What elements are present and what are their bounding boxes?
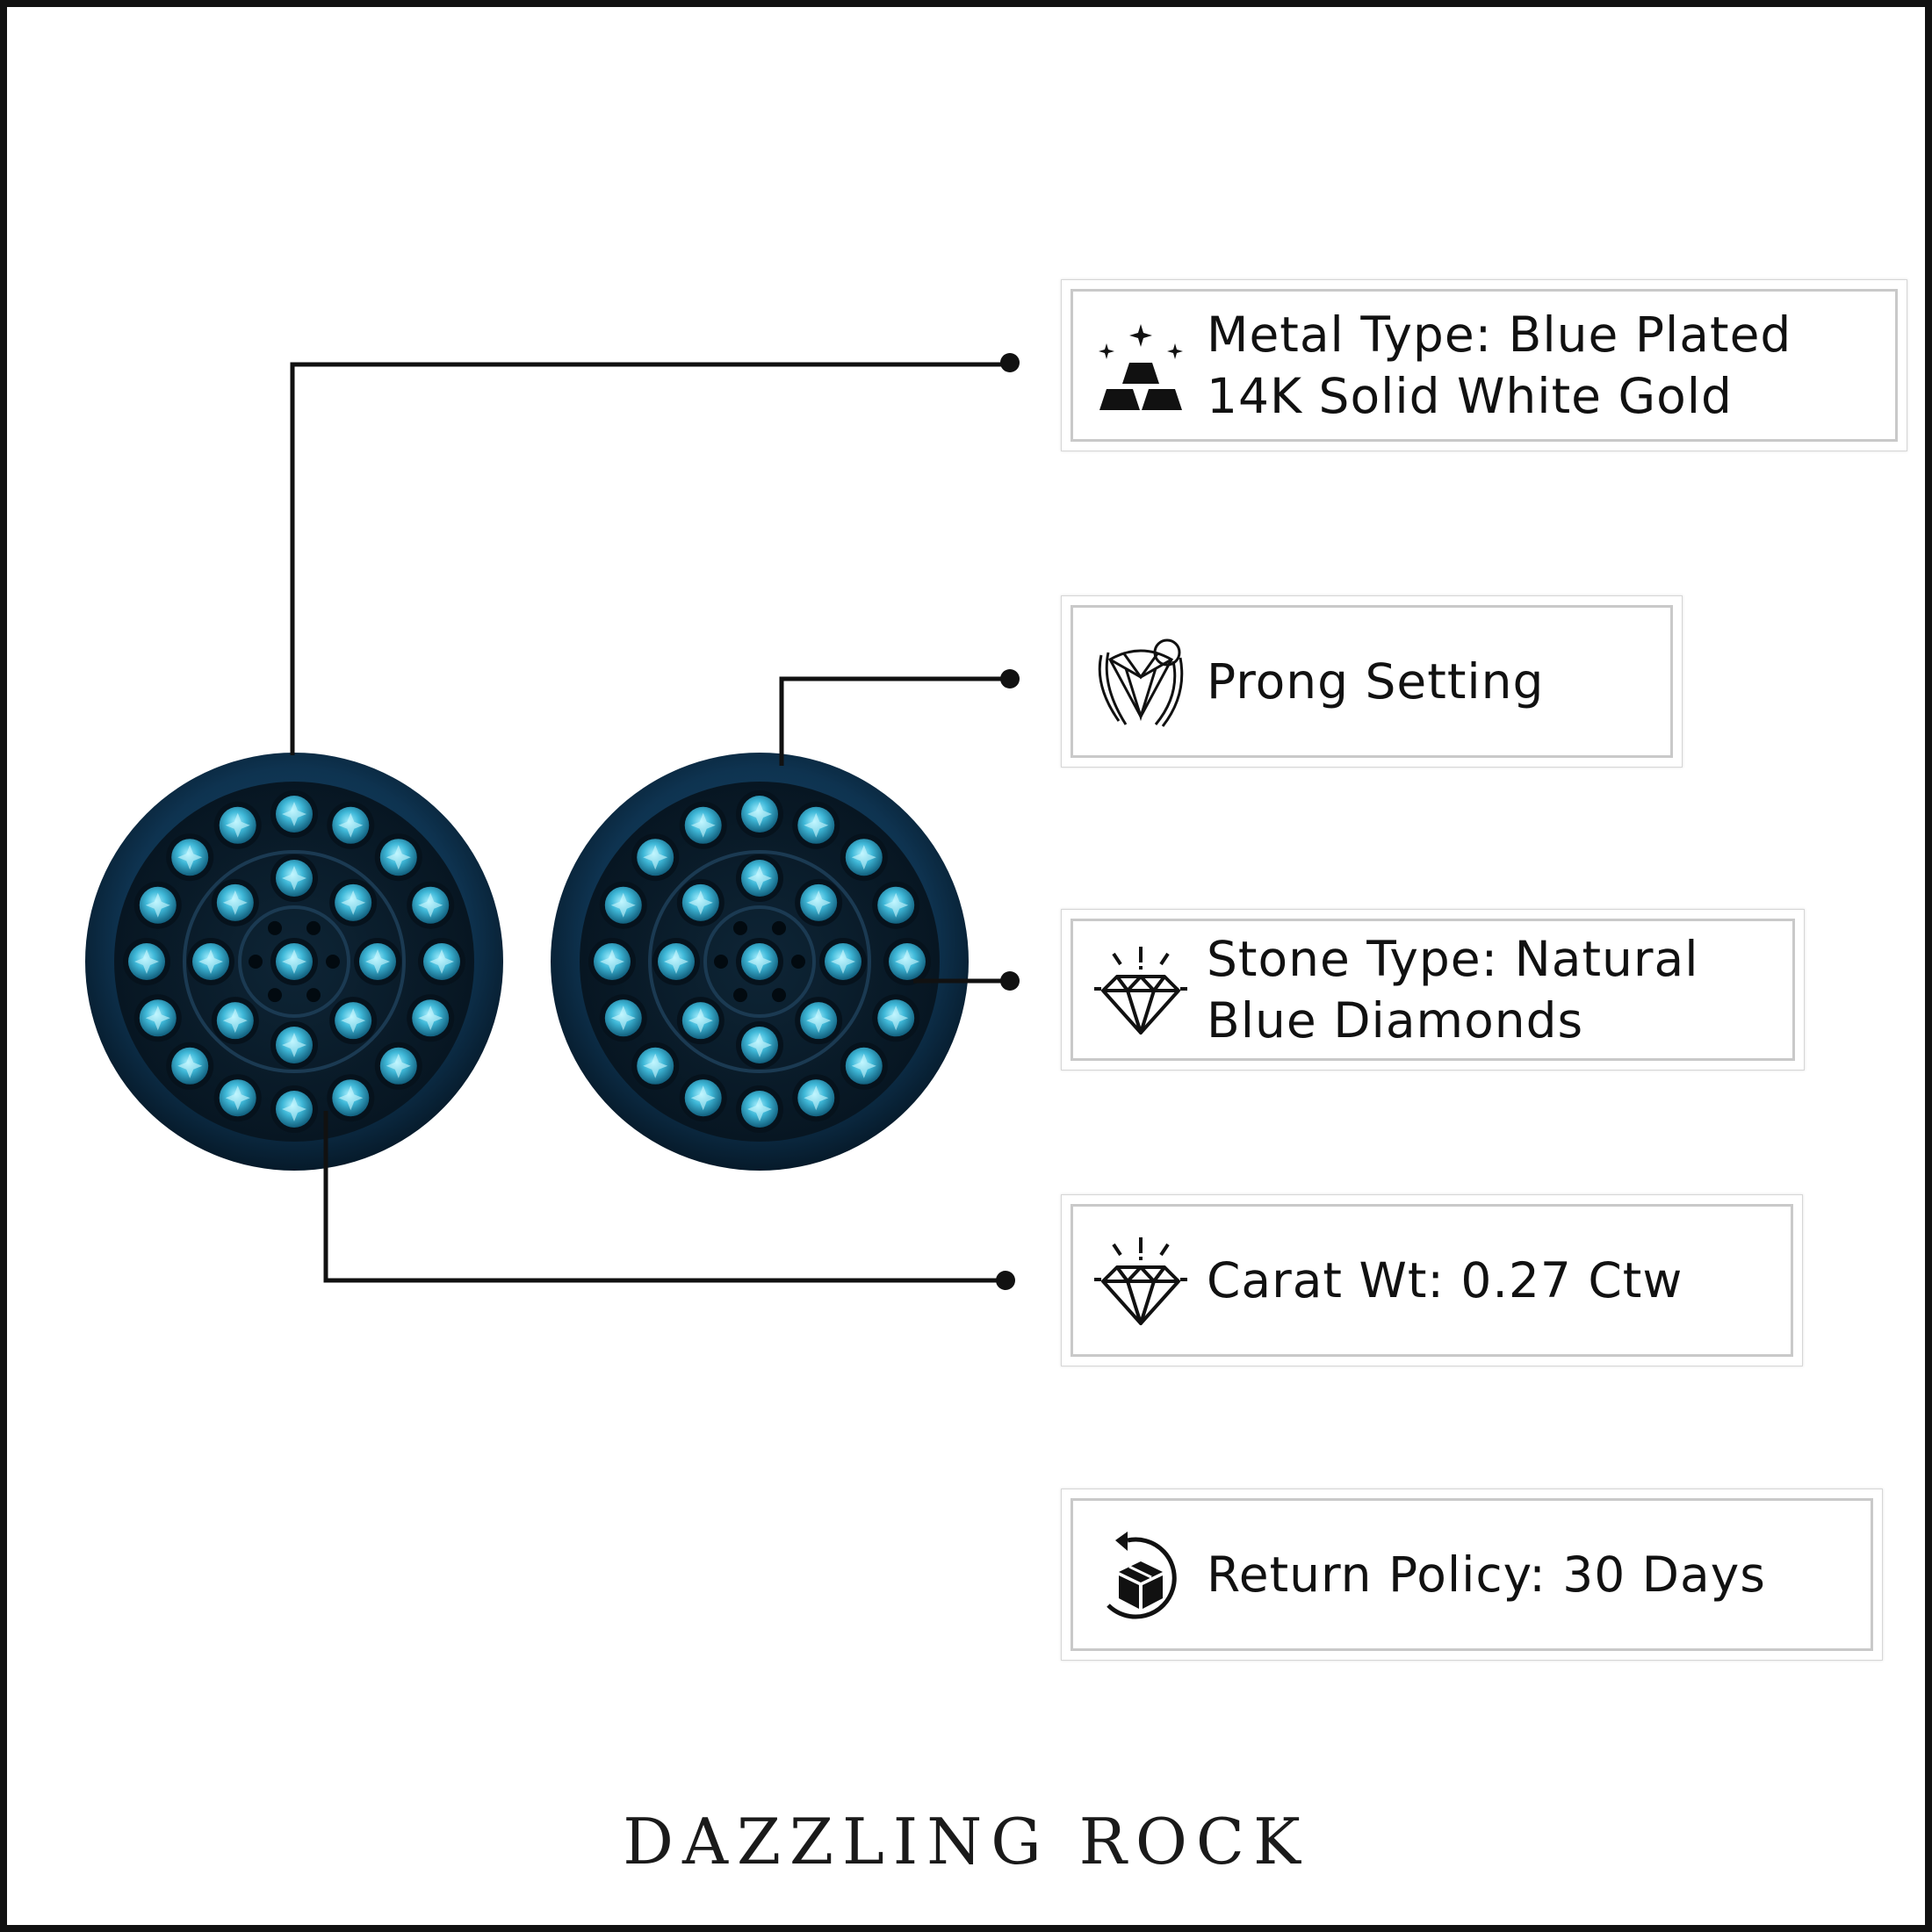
setting-hole [306, 920, 321, 935]
return-policy-card: Return Policy: 30 Days [1061, 1489, 1883, 1661]
brand-logo: DAZZLING ROCK [623, 1805, 1309, 1878]
stone-facet [282, 1033, 306, 1057]
stone-facet [806, 890, 832, 915]
stone-facet [831, 949, 855, 974]
setting-hole [714, 955, 728, 969]
setting-hole [733, 920, 747, 935]
stone-facet [688, 890, 713, 915]
stone-type-line1: Stone Type: Natural [1207, 931, 1699, 987]
gold-bars-icon [1092, 317, 1189, 414]
stone-facet [883, 1006, 909, 1031]
leader-dot-prong [1000, 669, 1020, 688]
stone-facet [804, 1085, 829, 1111]
stone-facet [690, 812, 716, 838]
stone-facet [145, 892, 170, 918]
carat-weight-text: Carat Wt: 0.27 Ctw [1207, 1252, 1683, 1308]
stone-facet [222, 1008, 248, 1034]
setting-hole [268, 920, 282, 935]
prong-setting-text: Prong Setting [1207, 653, 1545, 710]
stone-facet [282, 866, 306, 890]
leader-dot-metal [1000, 353, 1020, 372]
setting-hole [791, 955, 805, 969]
stone-facet [177, 1053, 203, 1078]
setting-hole [306, 988, 321, 1003]
stone-facet [338, 812, 364, 838]
setting-hole [772, 920, 786, 935]
stone-facet [895, 949, 919, 974]
stone-facet [341, 890, 366, 915]
prong-setting-card: Prong Setting [1061, 595, 1683, 768]
metal-type-line2: 14K Solid White Gold [1207, 368, 1733, 424]
diamond-icon [1092, 941, 1189, 1038]
stone-facet [610, 1006, 636, 1031]
stone-facet [643, 1053, 668, 1078]
stone-facet [883, 892, 909, 918]
metal-type-line1: Metal Type: Blue Plated [1207, 306, 1792, 363]
metal-type-card: Metal Type: Blue Plated 14K Solid White … [1061, 279, 1907, 451]
stone-facet [222, 890, 248, 915]
stone-facet [418, 1006, 443, 1031]
setting-hole [326, 955, 340, 969]
earring-left-stones [123, 790, 465, 1133]
stone-facet [610, 892, 636, 918]
earring-left [85, 753, 503, 1171]
leader-dot-stone [1000, 971, 1020, 991]
leader-line-carat [323, 1111, 1006, 1283]
stone-facet [338, 1085, 364, 1111]
stone-facet [851, 845, 876, 870]
stone-facet [664, 949, 688, 974]
stone-facet [386, 1053, 411, 1078]
leader-dot-carat [996, 1271, 1015, 1290]
stone-facet [747, 1033, 772, 1057]
leader-line-prong [779, 676, 1010, 766]
setting-hole [733, 988, 747, 1003]
return-box-icon [1092, 1526, 1189, 1623]
stone-facet [804, 812, 829, 838]
leader-line-metal [290, 362, 1010, 755]
stone-facet [747, 802, 772, 826]
stone-facet [134, 949, 159, 974]
stone-facet [600, 949, 624, 974]
stone-facet [225, 812, 250, 838]
stone-facet [198, 949, 223, 974]
stone-facet [177, 845, 203, 870]
stone-facet [747, 1097, 772, 1121]
stone-facet [225, 1085, 250, 1111]
earring-right [551, 753, 969, 1171]
stone-facet [365, 949, 390, 974]
stone-facet [145, 1006, 170, 1031]
stone-facet [386, 845, 411, 870]
stone-facet [282, 949, 306, 974]
stone-facet [429, 949, 454, 974]
earring-right-stones [588, 790, 931, 1133]
stone-facet [688, 1008, 713, 1034]
prong-setting-icon [1092, 633, 1189, 730]
stone-facet [418, 892, 443, 918]
stone-type-line2: Blue Diamonds [1207, 992, 1584, 1049]
stone-facet [747, 949, 772, 974]
stone-facet [341, 1008, 366, 1034]
stone-facet [282, 802, 306, 826]
stone-facet [806, 1008, 832, 1034]
diamond-icon [1092, 1232, 1189, 1329]
return-policy-text: Return Policy: 30 Days [1207, 1546, 1766, 1603]
stone-facet [747, 866, 772, 890]
setting-hole [268, 988, 282, 1003]
stone-facet [851, 1053, 876, 1078]
stone-facet [643, 845, 668, 870]
stone-facet [282, 1097, 306, 1121]
carat-weight-card: Carat Wt: 0.27 Ctw [1061, 1194, 1803, 1366]
setting-hole [249, 955, 263, 969]
stone-type-card: Stone Type: Natural Blue Diamonds [1061, 909, 1805, 1071]
setting-hole [772, 988, 786, 1003]
stone-facet [690, 1085, 716, 1111]
